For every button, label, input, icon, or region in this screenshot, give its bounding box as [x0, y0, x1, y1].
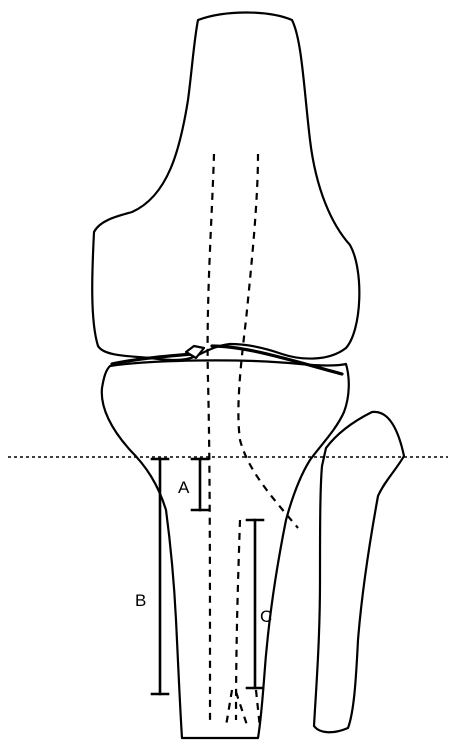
fibula-outline: [314, 412, 404, 732]
label-c: C: [260, 607, 272, 626]
tibia-outline: [102, 360, 349, 738]
label-a: A: [178, 478, 190, 497]
label-b: B: [135, 591, 146, 610]
femur-outline: [92, 13, 359, 361]
